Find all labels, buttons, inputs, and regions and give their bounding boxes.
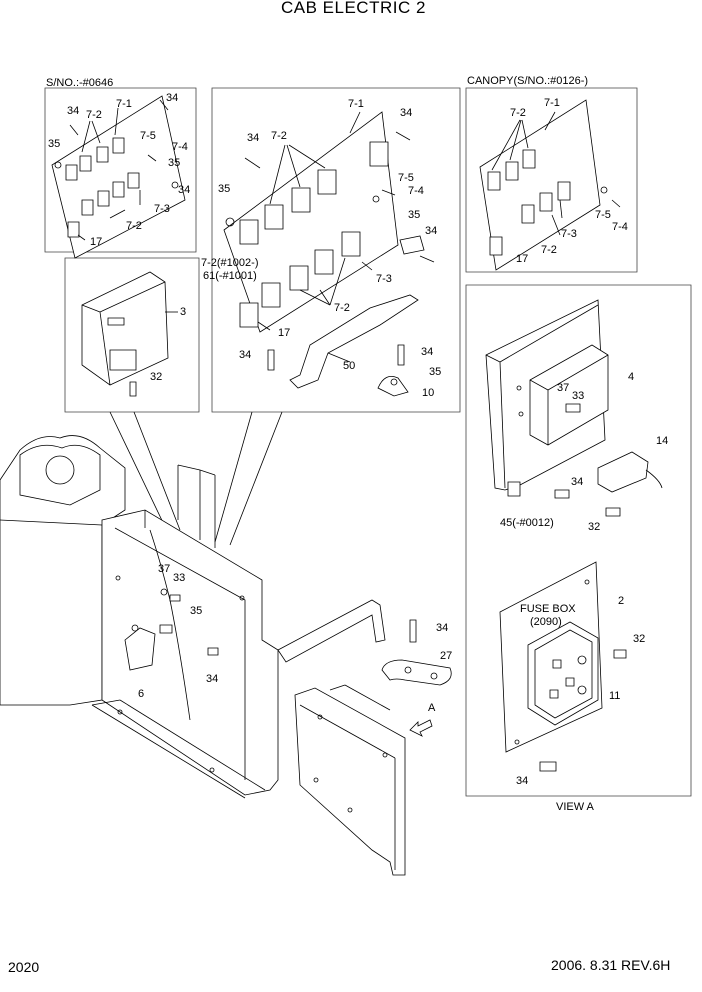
inset-frame-top-left [45,88,196,252]
cable-clamp [378,376,408,396]
part-label: 7-2 [271,130,287,142]
relay-panel-large [224,112,434,332]
part-label: 7-5 [398,172,414,184]
part-label: 35 [218,183,231,195]
screws-center [268,345,404,370]
part-label: 7-5 [140,130,156,142]
part-label: 7-4 [612,221,628,233]
revision-label: 2006. 8.31 REV.6H [551,957,671,973]
part-label: 33 [572,390,585,402]
part-label: 14 [656,435,669,447]
part-label: 37 [158,563,171,575]
part-label: 35 [429,366,442,378]
part-label: 61(-#1001) [203,270,257,282]
part-label: 7-2 [126,220,142,232]
inset-frame-top-right [466,88,637,272]
inset-frame-top-center [212,88,460,412]
relay-panel-small [52,96,185,258]
view-a-controller [530,345,608,445]
part-label: 7-2(#1002-) [201,257,259,269]
part-label: 2 [618,595,625,607]
part-label: 34 [239,349,252,361]
part-label: 34 [421,346,434,358]
view-arrow [410,720,432,736]
inset-frame-controller [65,258,199,412]
view-a-hardware [508,404,620,516]
part-label: 7-2 [334,302,350,314]
part-label: 34 [571,476,584,488]
inset-leader [110,412,168,533]
part-label: 17 [278,327,291,339]
part-label: 34 [436,622,449,634]
part-label: 32 [588,521,601,533]
part-label: 34 [516,775,529,787]
part-label: 34 [400,107,413,119]
part-label: 6 [138,688,145,700]
part-label: 7-2 [510,107,526,119]
part-label: 4 [628,371,635,383]
part-label: 35 [408,209,421,221]
part-label: 7-4 [172,141,188,153]
part-label: 35 [190,605,203,617]
view-a-frame [466,285,691,796]
mounting-bracket [290,295,418,388]
controller-unit [82,272,178,396]
part-label: 34 [166,92,179,104]
part-label: 34 [178,184,191,196]
cab-frame [92,465,278,798]
shim-plate [382,660,451,685]
view-arrow-label: A [428,702,436,714]
inset-leader [215,412,252,542]
view-a-relay-14 [598,452,662,492]
part-label: 7-5 [595,209,611,221]
canopy-label: CANOPY(S/NO.:#0126-) [467,75,589,87]
part-label: 7-1 [544,97,560,109]
part-label: 50 [343,360,356,372]
fuse-box-code: (2090) [530,616,562,628]
page-number: 2020 [8,959,40,975]
page-title: CAB ELECTRIC 2 [281,0,426,17]
flasher-unit [125,625,155,670]
part-label: 17 [90,236,103,248]
fuse-box-label: FUSE BOX [520,603,576,615]
part-label: 7-3 [154,203,170,215]
part-label: 34 [247,132,260,144]
part-label: 35 [48,138,61,150]
part-label: 34 [206,673,219,685]
view-a-caption: VIEW A [556,801,594,813]
hardware-main [160,589,416,655]
part-label: 7-3 [376,273,392,285]
part-label: 27 [440,650,453,662]
inset-leader [230,412,282,545]
part-label: 7-4 [408,185,424,197]
part-label: 10 [422,387,435,399]
part-label: 7-2 [541,244,557,256]
part-label: 35 [168,157,181,169]
part-label: 45(-#0012) [500,517,554,529]
serial-label: S/NO.:-#0646 [46,77,114,89]
part-label: 32 [150,371,163,383]
view-a-fuse-box [528,622,626,771]
part-label: 32 [633,633,646,645]
relay-panel-canopy [480,100,620,270]
part-label: 11 [609,690,621,702]
part-label: 7-3 [561,228,577,240]
inset-leader [134,412,180,530]
part-label: 34 [425,225,438,237]
part-label: 34 [67,105,80,117]
part-label: 7-2 [86,109,102,121]
part-label: 7-1 [116,98,132,110]
cross-member [278,600,385,662]
part-label: 17 [516,253,529,265]
part-label: 37 [557,382,570,394]
part-label: 3 [180,306,187,318]
cover-panel [295,685,405,875]
part-label: 33 [173,572,186,584]
part-label: 7-1 [348,98,364,110]
cab-side-panel [0,436,125,705]
